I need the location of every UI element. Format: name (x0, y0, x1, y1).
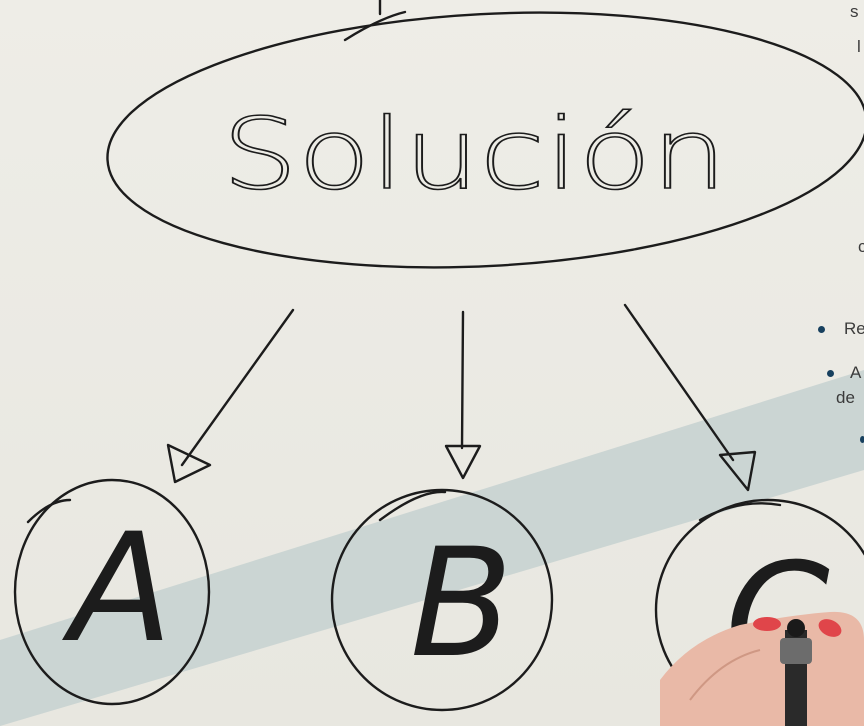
side-text-fragment: s (850, 2, 859, 21)
arrow-to-b (444, 310, 482, 480)
bullet-marker (860, 436, 864, 443)
root-node-ellipse (106, 11, 864, 269)
incoming-stroke (343, 10, 407, 42)
hand-shape (660, 611, 864, 726)
bullet-text-continuation: de (836, 388, 855, 407)
side-text-fragment: l (857, 37, 861, 56)
fingernail (753, 617, 781, 631)
root-node-label: Solución (222, 98, 727, 212)
child-b-label: B (410, 517, 513, 691)
fingernail (818, 619, 842, 637)
bullet-marker (827, 370, 834, 377)
diagonal-band (0, 370, 864, 726)
child-node-b: B (330, 488, 554, 712)
marker-grip (780, 638, 812, 664)
side-text-fragment: c (858, 237, 864, 256)
child-node-a: A (13, 478, 211, 706)
arrow-to-a (166, 308, 295, 484)
bullet-text: Re (844, 319, 864, 338)
arrow-to-c (623, 303, 757, 492)
child-a-label: A (62, 502, 173, 676)
marker-tip (787, 619, 805, 637)
bullet-text: A (850, 363, 862, 382)
bullet-marker (818, 326, 825, 333)
hand-with-marker (660, 611, 864, 726)
